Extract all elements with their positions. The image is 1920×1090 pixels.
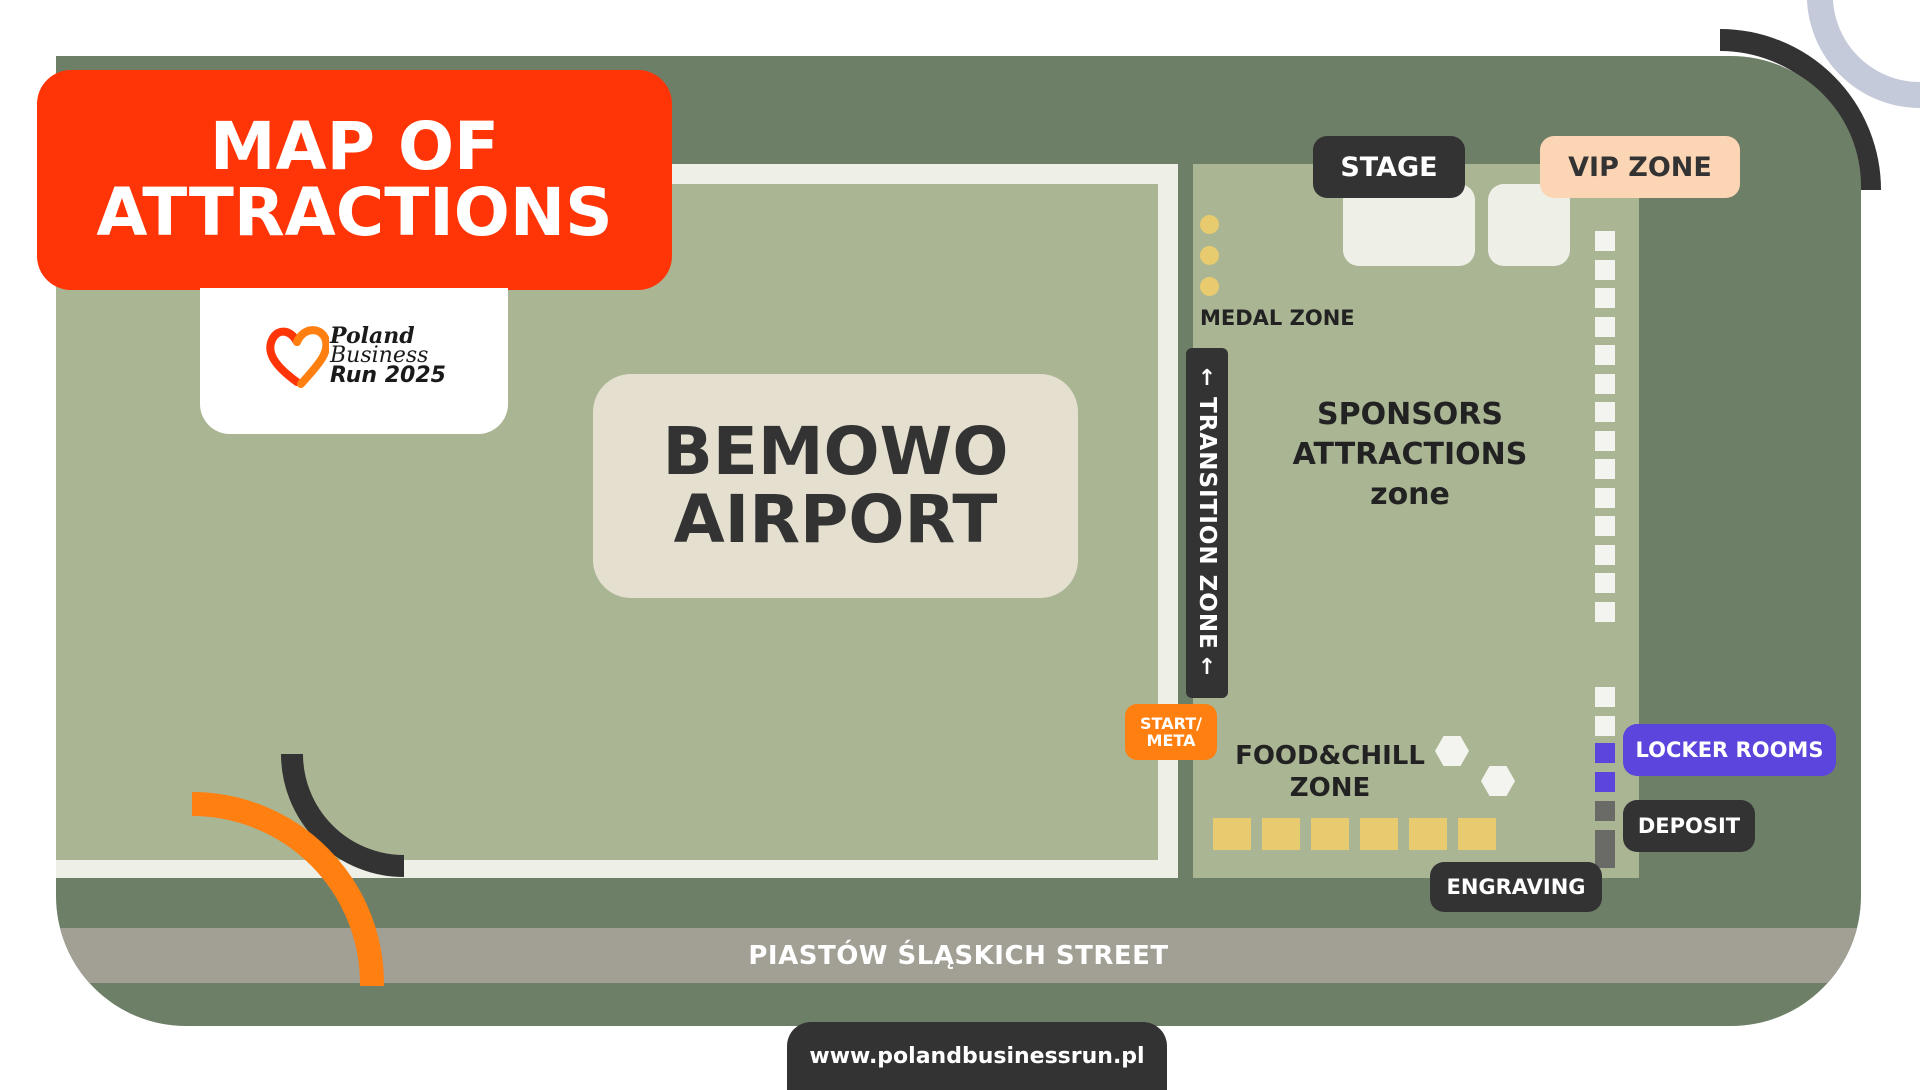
decorative-arcs-bottom-left	[191, 753, 405, 986]
food-stall	[1262, 818, 1300, 850]
booth	[1595, 288, 1615, 308]
arrow-up-icon: ↑	[1197, 366, 1217, 391]
deposit-label: DEPOSIT	[1623, 800, 1755, 852]
transition-zone-label: TRANSITION ZONE	[1194, 396, 1220, 650]
stage-label: STAGE	[1313, 136, 1465, 198]
engraving-label: ENGRAVING	[1430, 862, 1602, 912]
food-line-1: FOOD&CHILL	[1235, 741, 1425, 771]
food-chill-zone-label: FOOD&CHILL ZONE	[1235, 740, 1425, 804]
logo-wordmark: Poland Business Run 2025	[330, 323, 446, 388]
start-line-2: META	[1146, 731, 1196, 750]
booth	[1595, 687, 1615, 707]
booth	[1595, 430, 1615, 451]
booth	[1595, 231, 1615, 251]
booth	[1595, 402, 1615, 422]
booth	[1595, 516, 1615, 536]
food-stall	[1409, 818, 1447, 850]
deposit-box	[1595, 830, 1615, 868]
start-line-1: START/	[1140, 714, 1202, 733]
booth	[1595, 459, 1615, 479]
logo-line-2: Business	[330, 343, 429, 368]
heart-logo-icon	[266, 326, 329, 388]
food-stall	[1360, 818, 1398, 850]
booth	[1595, 716, 1615, 736]
airport-line-1: BEMOWO	[662, 413, 1009, 490]
locker-room-box	[1595, 743, 1615, 763]
locker-rooms-label: LOCKER ROOMS	[1623, 724, 1836, 776]
locker-room-box	[1595, 772, 1615, 792]
title-line-2: ATTRACTIONS	[96, 174, 613, 251]
booth	[1595, 601, 1615, 622]
arrow-up-icon: ↑	[1197, 655, 1217, 680]
food-stall	[1458, 818, 1496, 850]
booth	[1595, 544, 1615, 565]
vip-zone-label: VIP ZONE	[1540, 136, 1740, 198]
deposit-box	[1595, 801, 1615, 821]
airport-line-2: AIRPORT	[673, 481, 998, 558]
booth	[1595, 259, 1615, 280]
website-link[interactable]: www.polandbusinessrun.pl	[787, 1022, 1167, 1090]
booth	[1595, 345, 1615, 365]
title-line-1: MAP OF	[209, 108, 500, 185]
medal-zone-label: MEDAL ZONE	[1200, 306, 1355, 330]
logo-line-3: Run 2025	[330, 363, 446, 388]
booth	[1595, 487, 1615, 508]
medal-dot	[1200, 215, 1219, 234]
start-meta-label: START/ META	[1125, 704, 1217, 760]
event-zone-field	[1193, 164, 1639, 878]
medal-dot	[1200, 277, 1219, 296]
sponsors-line-3: zone	[1370, 477, 1450, 512]
street-label: PIASTÓW ŚLĄSKICH STREET	[748, 940, 1169, 971]
food-stall	[1311, 818, 1349, 850]
booth	[1595, 373, 1615, 394]
logo-line-1: Poland	[330, 323, 415, 349]
decorative-arcs-top-right	[1719, 0, 1920, 191]
booth	[1595, 573, 1615, 593]
sponsors-attractions-label: SPONSORS ATTRACTIONS zone	[1270, 395, 1550, 515]
sponsors-line-1: SPONSORS	[1316, 397, 1504, 432]
map-title: MAP OF ATTRACTIONS	[37, 70, 672, 290]
airport-label: BEMOWO AIRPORT	[593, 374, 1078, 598]
medal-dot	[1200, 246, 1219, 265]
transition-zone	[1186, 348, 1228, 698]
food-line-2: ZONE	[1289, 773, 1371, 803]
food-stall	[1213, 818, 1251, 850]
logo-card	[200, 288, 508, 434]
sponsors-line-2: ATTRACTIONS	[1292, 437, 1528, 472]
booth	[1595, 316, 1615, 337]
